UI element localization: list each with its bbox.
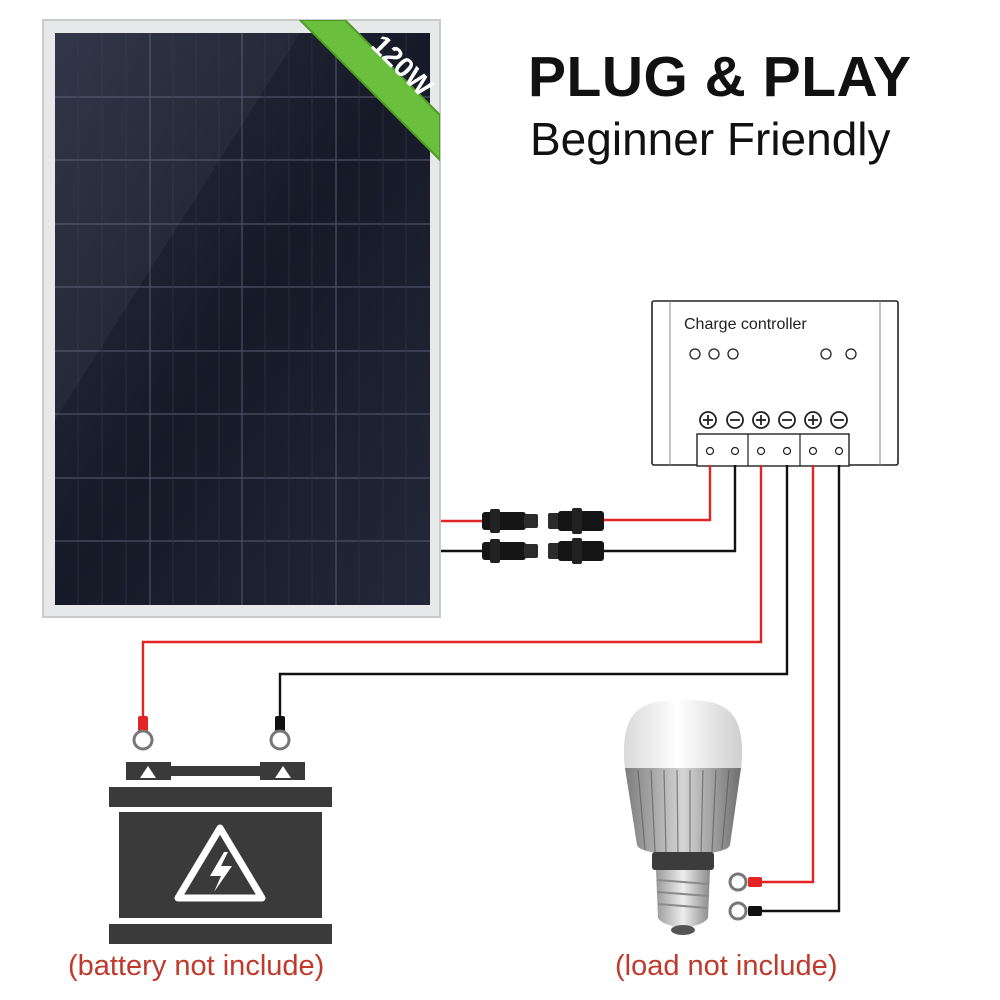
panel-busbars [77, 33, 407, 605]
charge-controller [651, 300, 899, 467]
mc4-male-bottom [482, 539, 538, 563]
page-subtitle: Beginner Friendly [530, 113, 891, 165]
mc4-connectors [482, 508, 604, 564]
panel-grid-lines [55, 33, 430, 605]
mc4-female-bottom [548, 538, 604, 564]
terminal-block [696, 433, 850, 467]
light-bulb-icon [623, 700, 743, 935]
load-ring-terminals [728, 872, 762, 921]
page-title: PLUG & PLAY [528, 45, 912, 109]
wattage-badge [298, 20, 440, 162]
high-voltage-icon [174, 824, 266, 902]
polarity-symbols [699, 411, 848, 429]
battery-caption: (battery not include) [68, 950, 325, 982]
battery-positive-wire [141, 465, 763, 718]
load-positive-wire [760, 465, 815, 884]
battery-ring-terminals [132, 716, 291, 751]
load-caption: (load not include) [615, 950, 838, 982]
wires [141, 465, 841, 913]
pv-negative-wire [604, 465, 737, 553]
load-negative-wire [760, 465, 841, 913]
pv-positive-wire [604, 465, 712, 522]
solar-panel [42, 19, 441, 618]
mc4-female-top [548, 508, 604, 534]
indicator-leds [689, 348, 857, 360]
battery-icon [109, 762, 332, 944]
battery-negative-wire [278, 465, 789, 718]
mc4-male-top [482, 509, 538, 533]
charge-controller-label: Charge controller [684, 316, 807, 333]
panel-glare [55, 33, 300, 420]
